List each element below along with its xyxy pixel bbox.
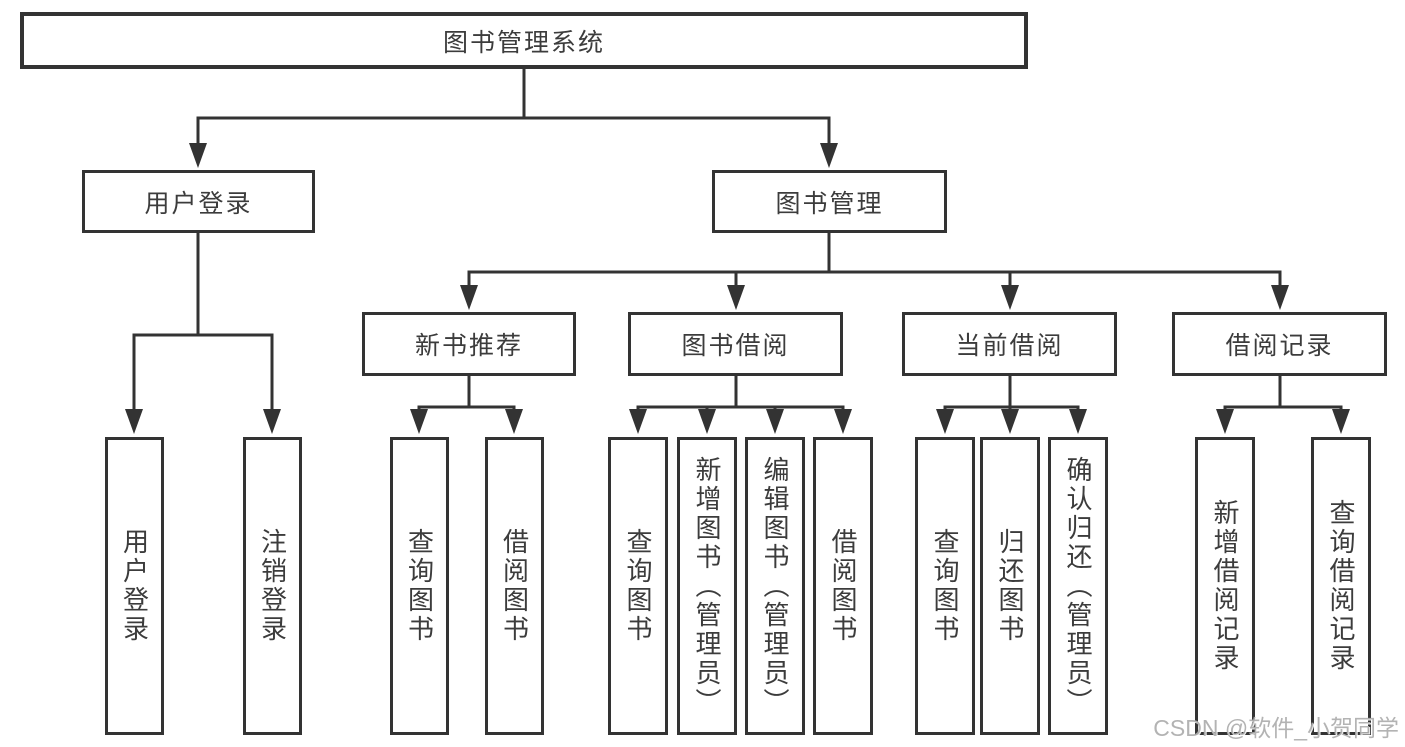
leaf-query-books-current: 查询图书: [915, 437, 975, 735]
node-new-book-recommendation: 新书推荐: [362, 312, 576, 376]
node-label: 用户登录: [119, 528, 150, 644]
node-label: 编辑图书（管理员）: [760, 455, 790, 717]
leaf-return-book: 归还图书: [980, 437, 1040, 735]
node-label: 借阅图书: [499, 528, 530, 644]
leaf-query-books-borrow: 查询图书: [608, 437, 668, 735]
node-label: 确认归还（管理员）: [1063, 455, 1093, 717]
leaf-add-book-admin: 新增图书（管理员）: [677, 437, 737, 735]
leaf-logout: 注销登录: [243, 437, 302, 735]
leaf-borrow-books-recommend: 借阅图书: [485, 437, 544, 735]
node-label: 归还图书: [995, 528, 1025, 644]
node-label: 新增借阅记录: [1210, 499, 1240, 673]
csdn-watermark: CSDN @软件_小贺同学: [1153, 715, 1399, 741]
node-library-management-system: 图书管理系统: [20, 12, 1028, 69]
node-label: 用户登录: [144, 189, 253, 218]
node-label: 图书借阅: [681, 332, 790, 360]
leaf-borrow-books: 借阅图书: [813, 437, 873, 735]
node-label: 注销登录: [257, 528, 288, 644]
node-label: 图书管理系统: [442, 28, 605, 57]
leaf-query-books-recommend: 查询图书: [390, 437, 449, 735]
node-user-login: 用户登录: [82, 170, 315, 233]
node-label: 查询借阅记录: [1326, 499, 1356, 673]
node-book-management: 图书管理: [712, 170, 947, 233]
node-label: 当前借阅: [955, 332, 1064, 360]
leaf-edit-book-admin: 编辑图书（管理员）: [745, 437, 805, 735]
node-label: 新增图书（管理员）: [692, 455, 722, 717]
node-current-borrowing: 当前借阅: [902, 312, 1117, 376]
leaf-user-login: 用户登录: [105, 437, 164, 735]
node-label: 查询图书: [623, 528, 653, 644]
leaf-add-borrow-record: 新增借阅记录: [1195, 437, 1255, 735]
node-label: 新书推荐: [414, 332, 523, 360]
node-label: 查询图书: [404, 528, 435, 644]
node-label: 借阅图书: [828, 528, 858, 644]
node-book-borrowing: 图书借阅: [628, 312, 843, 376]
node-label: 查询图书: [930, 528, 960, 644]
node-borrowing-records: 借阅记录: [1172, 312, 1387, 376]
leaf-confirm-return-admin: 确认归还（管理员）: [1048, 437, 1108, 735]
node-label: 借阅记录: [1225, 332, 1334, 360]
node-label: 图书管理: [775, 189, 884, 218]
leaf-query-borrow-record: 查询借阅记录: [1311, 437, 1371, 735]
